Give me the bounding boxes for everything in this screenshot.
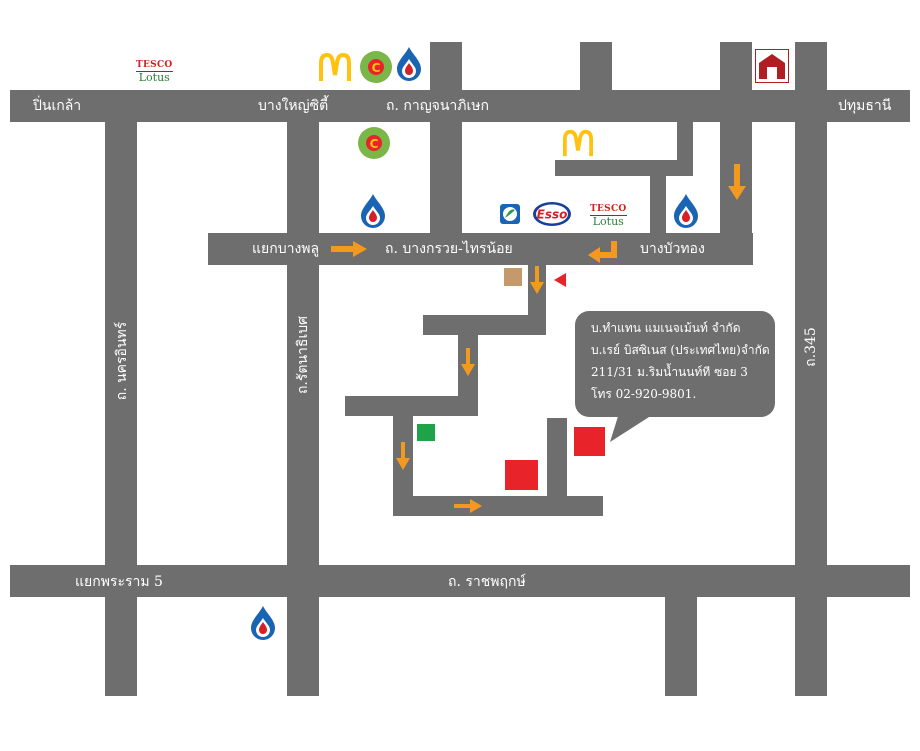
- tesco-lotus-icon: TESCO Lotus: [136, 60, 173, 84]
- road-soi: [547, 418, 567, 498]
- label-pinklao: ปิ่นเกล้า: [33, 98, 82, 114]
- road-stub: [430, 42, 462, 92]
- label-kanchanaphisek: ถ. กาญจนาภิเษก: [386, 98, 489, 114]
- pointer-icon: [554, 273, 566, 287]
- arrow-icon: [588, 241, 617, 263]
- road-stub: [720, 42, 752, 92]
- callout-tail: [610, 410, 660, 442]
- ptt-icon: [251, 606, 275, 640]
- ptt-icon: [361, 194, 385, 228]
- company-name-2: บ.เรย์ บิสซิเนส (ประเทศไทย)จำกัด: [591, 343, 770, 357]
- mcdonalds-icon: [563, 129, 593, 157]
- road-soi: [555, 160, 693, 176]
- road-nakhon-in: [105, 120, 137, 696]
- road-soi: [423, 315, 546, 335]
- company-name: บ.ทำแทน แมเนจเม้นท์ จำกัด: [591, 321, 741, 335]
- label-ratchaphruek: ถ. ราชพฤกษ์: [448, 574, 526, 590]
- arrow-icon: [454, 499, 482, 513]
- big-c-icon: C: [360, 51, 392, 83]
- label-bang-kruai-sai-noi: ถ. บางกรวย-ไทรน้อย: [385, 241, 513, 257]
- ptt-icon: [674, 194, 698, 228]
- house-icon: [755, 49, 789, 83]
- label-nakhon-in: ถ. นครอินทร์: [114, 321, 130, 401]
- label-bang-phlu-junction: แยกบางพลู: [252, 241, 320, 257]
- arrow-icon: [728, 164, 746, 200]
- arrow-icon: [331, 241, 367, 257]
- road-soi: [650, 160, 666, 240]
- label-rattanathibet: ถ.รัตนาธิเบศ: [295, 315, 311, 395]
- mcdonalds-icon: [319, 53, 351, 81]
- road-kanchanaphisek: [10, 90, 910, 122]
- arrow-icon: [530, 266, 544, 294]
- svg-text:C: C: [370, 137, 379, 151]
- road-rattanathibet: [287, 120, 319, 696]
- svg-text:Esso: Esso: [537, 208, 568, 222]
- road-soi: [345, 396, 478, 416]
- address-callout: บ.ทำแทน แมเนจเม้นท์ จำกัด บ.เรย์ บิสซิเน…: [575, 311, 775, 417]
- arrow-icon: [461, 348, 475, 376]
- road-stub: [665, 595, 697, 696]
- marker-green: [417, 424, 435, 441]
- address: 211/31 ม.ริมน้ำนนท์ที ซอย 3: [591, 365, 748, 379]
- marker-tan: [504, 268, 522, 286]
- road-vertical: [430, 120, 462, 238]
- road-bang-kruai-sai-noi: [208, 233, 753, 265]
- phone: โทร 02-920-9801.: [591, 387, 697, 401]
- label-rama5-junction: แยกพระราม 5: [75, 574, 163, 590]
- arrow-icon: [396, 442, 410, 470]
- svg-text:C: C: [372, 61, 381, 75]
- destination-building: [574, 427, 605, 456]
- tesco-lotus-icon: TESCO Lotus: [590, 204, 627, 228]
- road-ratchaphruek: [10, 565, 910, 597]
- road-soi: [393, 496, 603, 516]
- road-stub: [580, 42, 612, 92]
- label-bang-bua-thong: บางบัวทอง: [640, 241, 705, 257]
- ptt-icon: [397, 47, 421, 81]
- label-bang-yai-city: บางใหญ่ซิตี้: [258, 98, 329, 114]
- label-pathum-thani: ปทุมธานี: [838, 98, 892, 114]
- big-c-icon: C: [358, 127, 390, 159]
- label-345: ถ.345: [803, 327, 819, 367]
- esso-icon: Esso: [533, 202, 571, 226]
- bangchak-icon: [500, 204, 520, 224]
- destination-building: [505, 460, 538, 490]
